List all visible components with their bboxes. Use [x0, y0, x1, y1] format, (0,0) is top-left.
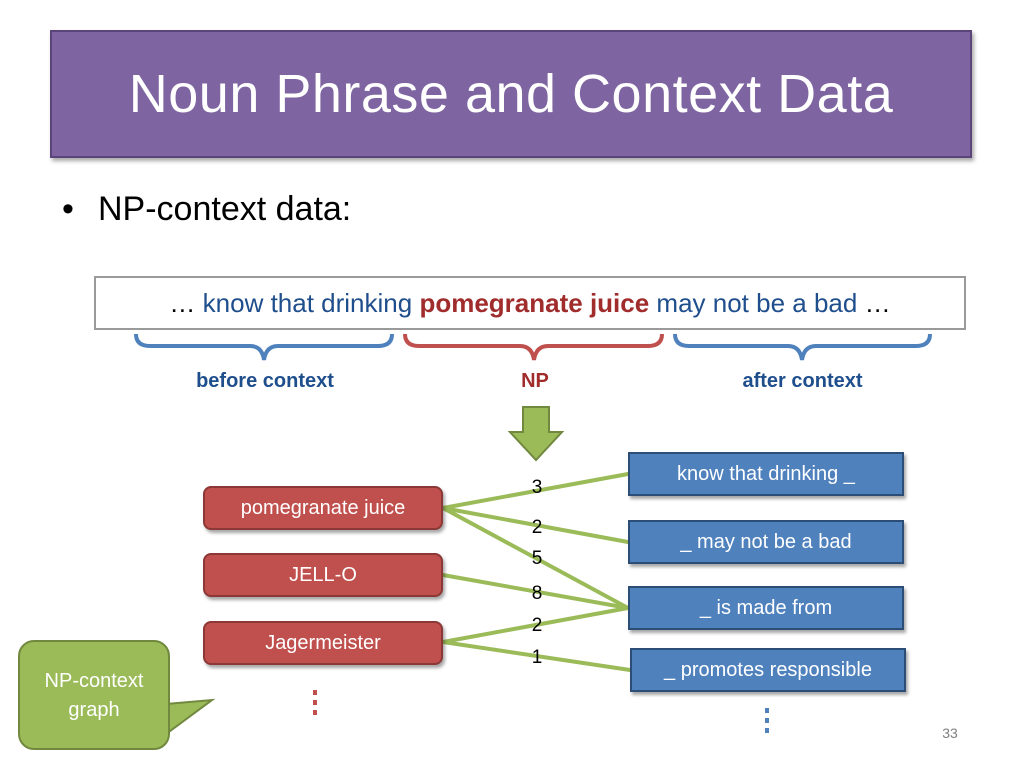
np-more-ellipsis-icon	[313, 690, 317, 715]
before-context-brace	[134, 333, 394, 361]
before-context-label: before context	[196, 370, 334, 392]
sentence-noun-phrase: pomegranate juice	[419, 287, 650, 318]
sentence-lead-ellipsis: …	[169, 287, 196, 318]
callout-pointer	[165, 698, 216, 736]
slide-title: Noun Phrase and Context Data	[128, 64, 894, 124]
context-more-ellipsis-icon	[765, 708, 769, 733]
bullet-item: • NP-context data:	[62, 190, 351, 229]
edge-pj-know	[441, 472, 630, 510]
after-context-label: after context	[742, 370, 863, 392]
example-sentence: … know that drinking pomegranate juice m…	[94, 276, 966, 330]
edge-pj-made	[441, 506, 630, 610]
edge-jager-made	[441, 606, 630, 644]
bullet-dot-icon: •	[62, 190, 74, 228]
edge-weight-label: 3	[531, 477, 543, 498]
np-node-pomegranate-juice: pomegranate juice	[203, 486, 443, 530]
title-bar: Noun Phrase and Context Data	[50, 30, 972, 158]
down-arrow-icon	[507, 406, 565, 462]
context-node-is-made-from: _ is made from	[628, 586, 904, 630]
after-context-brace	[673, 333, 932, 361]
edge-jello-made	[441, 573, 630, 610]
edge-pj-maynot	[441, 506, 630, 544]
edge-weight-label: 2	[531, 517, 543, 538]
sentence-trail-ellipsis: …	[864, 287, 891, 318]
edge-weight-label: 1	[531, 647, 543, 668]
np-label: NP	[521, 370, 549, 392]
np-node-jagermeister: Jagermeister	[203, 621, 443, 665]
context-node-know-that-drinking: know that drinking _	[628, 452, 904, 496]
edge-weight-label: 5	[531, 548, 543, 569]
sentence-after-context: may not be a bad	[656, 287, 858, 318]
callout-line-2: graph	[68, 699, 120, 721]
page-number: 33	[942, 725, 958, 741]
sentence-before-context: know that drinking	[202, 287, 413, 318]
edge-weight-label: 8	[531, 583, 543, 604]
bullet-text: NP-context data:	[98, 190, 352, 228]
np-brace	[403, 333, 664, 361]
context-node-may-not-be-a-bad: _ may not be a bad	[628, 520, 904, 564]
np-node-jell-o: JELL-O	[203, 553, 443, 597]
callout-line-1: NP-context	[44, 670, 144, 692]
context-node-promotes-responsible: _ promotes responsible	[630, 648, 906, 692]
np-context-graph-callout: NP-context graph	[18, 640, 170, 750]
edge-jager-promotes	[441, 640, 632, 672]
edge-weight-label: 2	[531, 615, 543, 636]
